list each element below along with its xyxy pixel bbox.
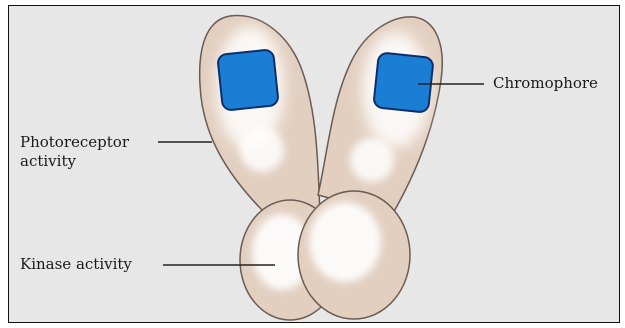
right-kinase-domain [298, 191, 410, 319]
photoreceptor-label-line2: activity [20, 152, 129, 171]
chromophore-label: Chromophore [493, 74, 598, 93]
right-chromophore-square [373, 52, 433, 112]
photoreceptor-activity-label: Photoreceptor activity [20, 133, 129, 171]
left-photoreceptor-lobe [200, 15, 320, 215]
left-chromophore-square [217, 49, 279, 111]
photoreceptor-label-line1: Photoreceptor [20, 133, 129, 152]
kinase-activity-label: Kinase activity [20, 255, 132, 274]
right-photoreceptor-lobe [318, 17, 442, 215]
